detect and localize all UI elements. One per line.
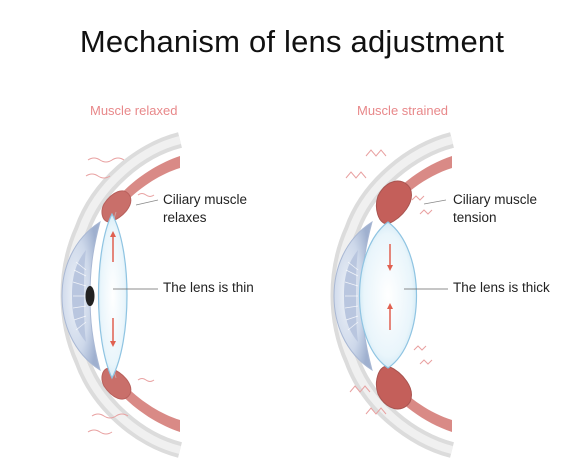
eye-strained <box>330 132 455 458</box>
label-ciliary-tension: Ciliary muscle tension <box>453 191 537 227</box>
label-line: Ciliary muscle <box>453 192 538 207</box>
panel-heading-strained: Muscle strained <box>357 103 449 118</box>
eye-relaxed <box>60 132 183 458</box>
panel-heading-relaxed: Muscle relaxed <box>90 103 178 118</box>
pupil <box>85 286 95 306</box>
label-lens-thick: The lens is thick <box>453 280 550 295</box>
diagram-title: Mechanism of lens adjustment <box>79 24 505 59</box>
label-line: relaxes <box>163 210 207 225</box>
ciliary-muscle-bottom <box>375 365 412 410</box>
label-line: tension <box>453 210 497 225</box>
label-line: Ciliary muscle <box>163 192 248 207</box>
ciliary-muscle-top <box>375 180 412 225</box>
ciliary-muscle-bottom <box>101 367 132 400</box>
label-ciliary-relaxes: Ciliary muscle relaxes <box>163 191 247 227</box>
ciliary-muscle-top <box>101 190 132 223</box>
lens-thick <box>358 221 418 369</box>
lens-thin <box>97 212 128 380</box>
label-lens-thin: The lens is thin <box>163 280 254 295</box>
